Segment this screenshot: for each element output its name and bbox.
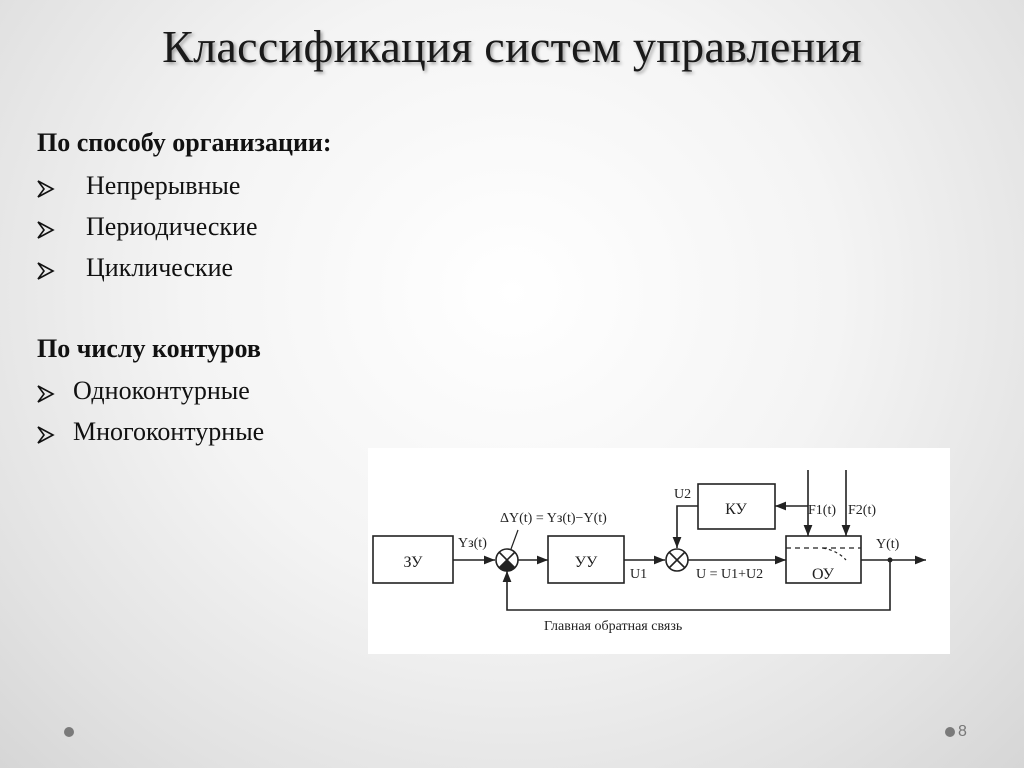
page-number: 8: [958, 723, 967, 740]
footer-left-dot: [64, 727, 74, 737]
signal-delta-label: ΔY(t) = Yз(t)−Y(t): [500, 511, 607, 526]
list-item-continuous: Непрерывные: [37, 169, 240, 203]
section-heading-contours: По числу контуров: [37, 334, 261, 363]
signal-f1-label: F1(t): [808, 503, 836, 518]
list-item-periodic: Периодические: [37, 210, 258, 244]
block-ou-label: ОУ: [812, 566, 835, 583]
list-item-label: Непрерывные: [86, 171, 241, 200]
list-item-cyclic: Циклические: [37, 251, 233, 285]
list-item-single-loop: Одноконтурные: [37, 374, 250, 408]
arrow-bullet-icon: [37, 422, 55, 444]
signal-f2-label: F2(t): [848, 503, 876, 518]
signal-u2-label: U2: [674, 487, 691, 502]
arrow-bullet-icon: [37, 381, 55, 403]
signal-u1-label: U1: [630, 567, 647, 582]
signal-yz-label: Yз(t): [458, 536, 487, 551]
block-uu-label: УУ: [575, 554, 598, 571]
feedback-label: Главная обратная связь: [544, 619, 682, 634]
signal-u-sum-label: U = U1+U2: [696, 567, 763, 582]
block-ku-label: КУ: [725, 501, 747, 518]
list-item-label: Периодические: [86, 212, 258, 241]
list-item-label: Одноконтурные: [73, 376, 250, 405]
arrow-bullet-icon: [37, 176, 55, 198]
list-item-label: Циклические: [86, 253, 234, 282]
arrow-bullet-icon: [37, 258, 55, 280]
block-zu-label: ЗУ: [404, 554, 424, 571]
slide-title: Классификация систем управления: [162, 21, 862, 72]
list-item-multi-loop: Многоконтурные: [37, 415, 264, 449]
control-system-diagram: ЗУ УУ КУ ОУ Yз(t) ΔY(t) = Yз(t)−Y(t) U1 …: [368, 448, 950, 654]
block-diagram-svg: ЗУ УУ КУ ОУ Yз(t) ΔY(t) = Yз(t)−Y(t) U1 …: [372, 470, 926, 634]
footer-right-dot: [945, 727, 955, 737]
list-item-label: Многоконтурные: [73, 417, 265, 446]
section-heading-organization: По способу организации:: [37, 128, 332, 157]
signal-y-label: Y(t): [876, 537, 900, 552]
arrow-bullet-icon: [37, 217, 55, 239]
